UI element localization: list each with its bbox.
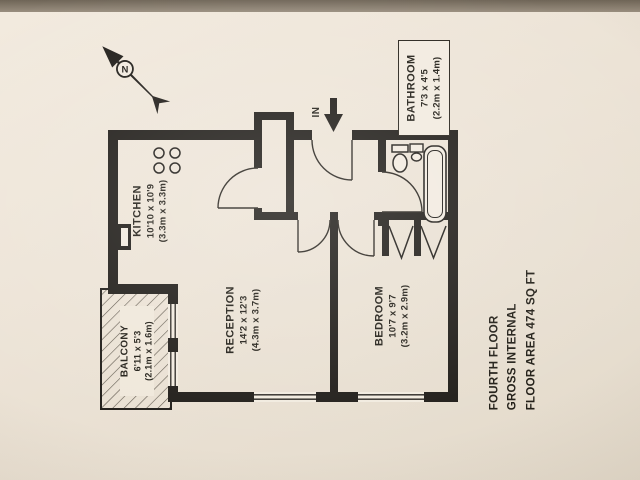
kitchen-sink-icon	[118, 224, 131, 250]
wall-kitchen-left	[108, 130, 118, 294]
room-size-metric: (3.2m x 2.9m)	[398, 284, 410, 348]
wall-reception-left-c	[168, 386, 178, 402]
window-bedroom	[358, 392, 424, 402]
room-name: RECEPTION	[224, 286, 237, 354]
bathroom-label-box	[398, 40, 450, 136]
window-balcony-lower	[168, 352, 178, 386]
toilet-icon	[391, 144, 409, 173]
photo-background-edge	[0, 0, 640, 12]
room-size-metric: (2.1m x 1.6m)	[143, 321, 154, 381]
wall-kitchen-top	[110, 130, 262, 140]
north-label: N	[121, 64, 128, 75]
bathroom-door-swing	[381, 171, 423, 213]
room-size-metric: (4.3m x 3.7m)	[249, 288, 261, 352]
north-arrow-icon: N	[102, 46, 171, 115]
floor-area: FLOOR AREA 474 SQ FT	[525, 269, 538, 411]
wall-bedroom-bottom-right	[424, 392, 458, 402]
wall-reception-bottom-right	[316, 392, 338, 402]
wall-hall-bottom-right	[374, 212, 458, 220]
window-reception	[254, 392, 316, 402]
entrance-text: IN	[310, 106, 322, 118]
room-size-imperial: 14'2 x 12'3	[238, 295, 249, 345]
stove-icon	[153, 147, 181, 174]
wall-closet-top	[254, 112, 294, 120]
room-size-imperial: 10'10 x 10'9	[145, 183, 156, 239]
wall-entry-top-left	[294, 130, 312, 140]
room-name: KITCHEN	[131, 185, 144, 237]
wall-closet-left	[254, 112, 262, 168]
wardrobe-icon	[382, 220, 447, 261]
wall-closet-right	[286, 112, 294, 220]
room-name: BEDROOM	[373, 285, 386, 347]
wall-bedroom-bottom-left	[330, 392, 358, 402]
balcony-deck	[100, 288, 172, 410]
wall-hall-bottom-left	[254, 212, 298, 220]
wall-entry-top-right	[352, 130, 386, 140]
balcony-label-background	[120, 306, 154, 396]
bathtub-icon	[423, 145, 447, 223]
kitchen-door-swing	[217, 167, 259, 209]
wall-balcony-top	[108, 284, 178, 294]
fixtures	[118, 98, 447, 261]
room-size-metric: (3.3m x 3.3m)	[156, 179, 168, 243]
wall-bathroom-left-upper	[378, 140, 386, 172]
wall-right	[448, 130, 458, 402]
reception-door-swing	[297, 219, 331, 253]
room-size-imperial: 10'7 x 9'7	[387, 294, 398, 338]
window-balcony-upper	[168, 304, 178, 338]
wall-reception-bottom-left	[168, 392, 254, 402]
entrance-arrow-icon	[324, 98, 343, 132]
floor-level: FOURTH FLOOR	[488, 315, 501, 411]
bedroom-door-swing	[337, 219, 375, 257]
room-size-metric: (2.2m x 1.4m)	[430, 56, 442, 120]
room-size-imperial: 6'11 x 5'3	[132, 330, 142, 372]
doors	[217, 139, 423, 257]
room-name: BATHROOM	[405, 54, 418, 122]
area-basis: GROSS INTERNAL	[506, 303, 519, 411]
basin-icon	[409, 143, 424, 162]
windows	[168, 304, 424, 402]
room-name: BALCONY	[119, 324, 131, 378]
room-size-imperial: 7'3 x 4'5	[419, 69, 430, 108]
walls	[108, 112, 458, 402]
wall-reception-bedroom-divider	[330, 212, 338, 402]
wall-reception-left-b	[168, 338, 178, 352]
front-door-swing	[311, 139, 353, 181]
